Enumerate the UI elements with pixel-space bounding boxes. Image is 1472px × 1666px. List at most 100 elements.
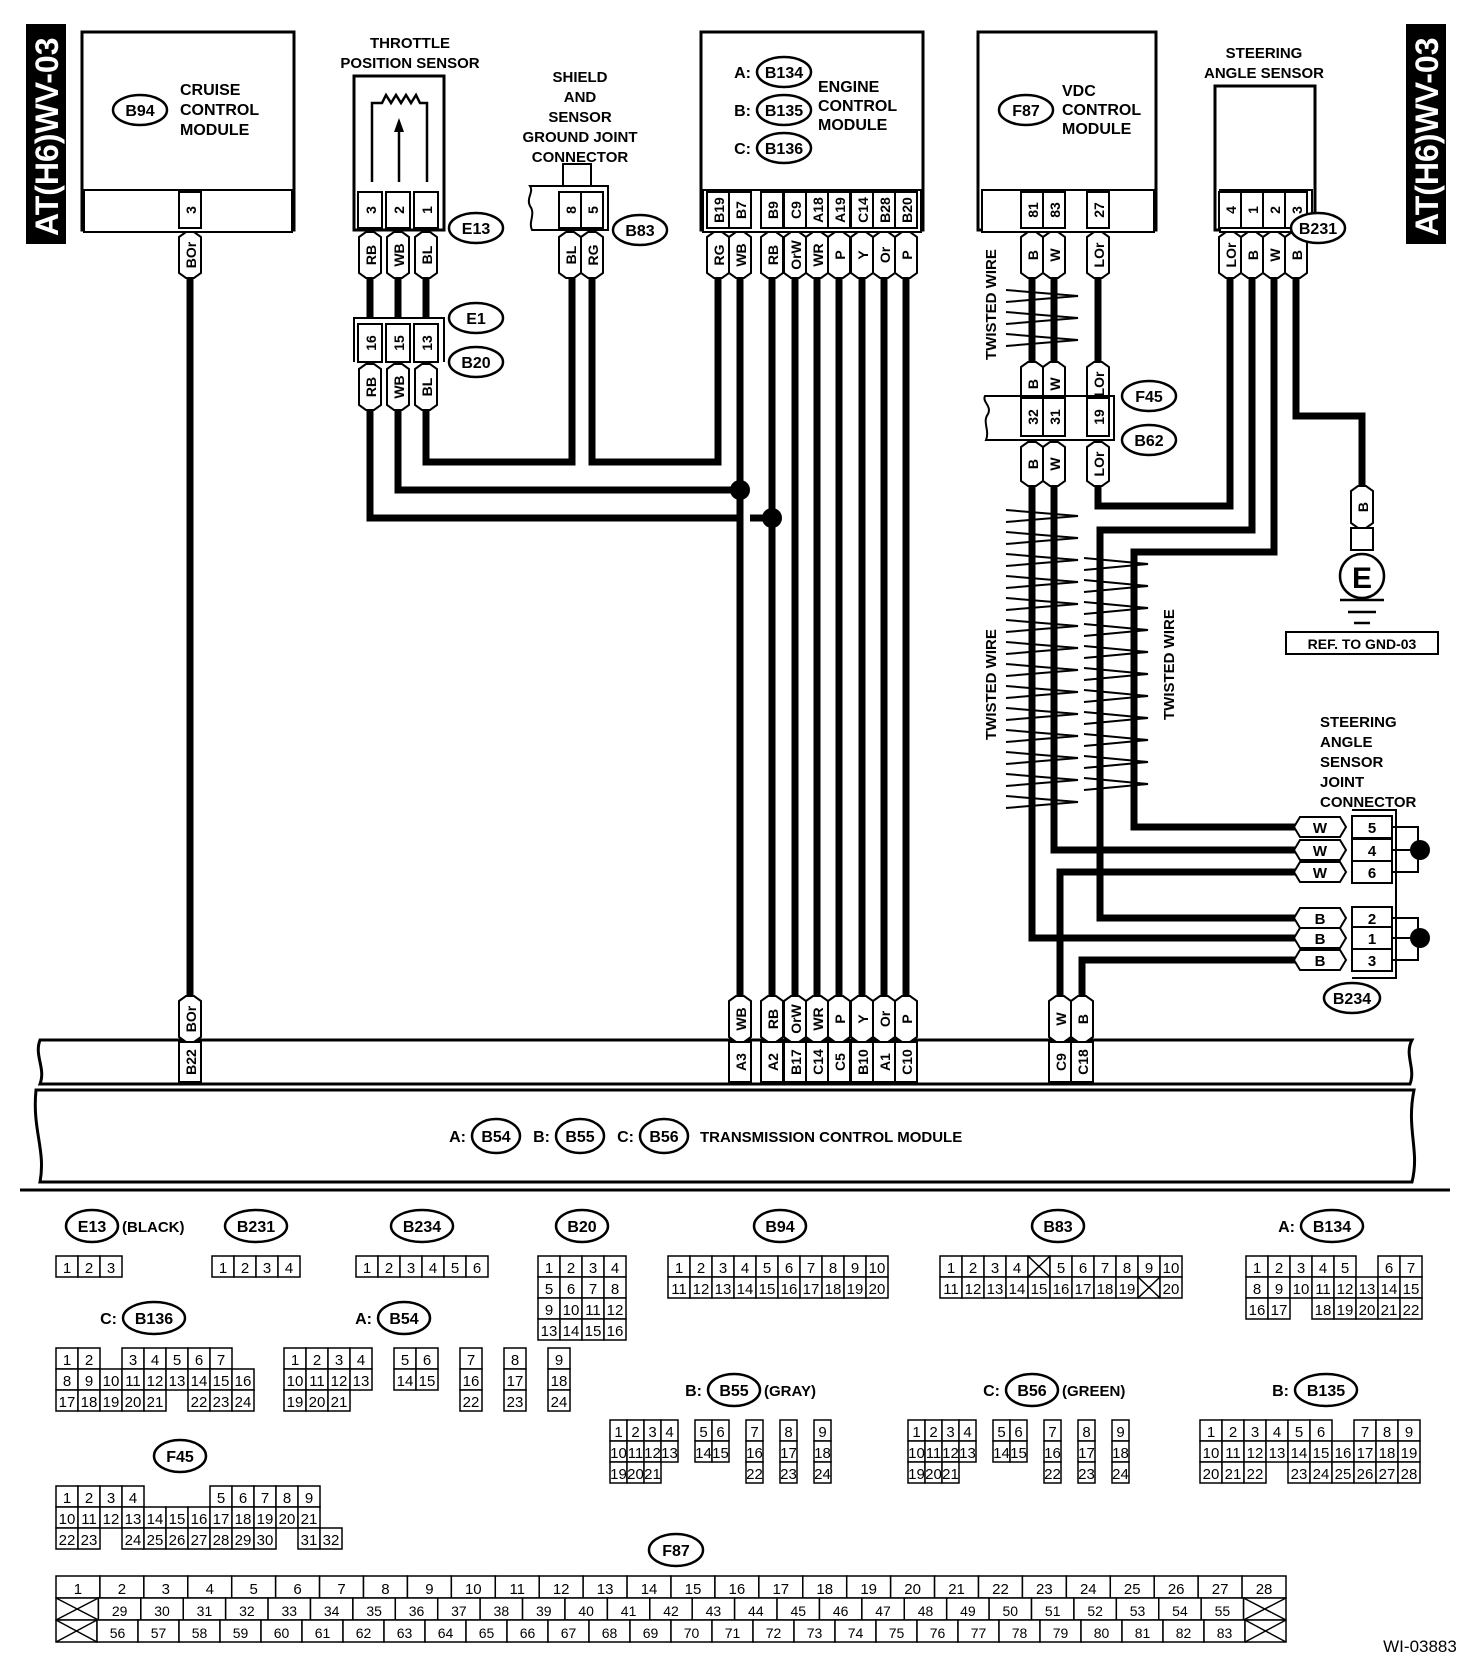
pin-number: 27 <box>1379 1466 1396 1483</box>
tag-outline <box>894 995 918 1043</box>
pin-number: A1 <box>877 1053 893 1071</box>
pin-cell: B19 <box>706 191 730 229</box>
pin-number: 8 <box>829 1260 837 1277</box>
wire-color: B <box>1289 250 1305 260</box>
pin-number: 5 <box>1295 1424 1303 1441</box>
wire-B <box>1028 486 1296 942</box>
pin-number: 23 <box>780 1466 797 1483</box>
pin-number: 79 <box>1053 1625 1069 1641</box>
pin-number: 27 <box>191 1532 208 1549</box>
badge-oval <box>1120 423 1178 457</box>
pin-number: 2 <box>697 1260 705 1277</box>
pin-number: 6 <box>293 1581 301 1598</box>
pin-cell: 15 <box>385 323 411 363</box>
pin-number: 12 <box>331 1373 348 1390</box>
pin-number: 9 <box>425 1581 433 1598</box>
module-label: MODULE <box>818 117 888 134</box>
pin-number: 8 <box>381 1581 389 1598</box>
pin-number: 3 <box>1368 953 1376 970</box>
pin-number: 40 <box>578 1603 594 1619</box>
pin-number: 13 <box>1359 1281 1376 1298</box>
tag-outline <box>1086 231 1110 279</box>
pin-number: 24 <box>551 1394 568 1411</box>
connector-id-badge: B234 <box>389 1208 455 1244</box>
pin-number: 5 <box>217 1490 225 1507</box>
pin-number: 4 <box>611 1260 619 1277</box>
pin-number: 12 <box>1337 1281 1354 1298</box>
sensor-title: POSITION SENSOR <box>340 55 479 72</box>
pin-cell: 1 <box>413 191 439 229</box>
connector-id-badge: B231 <box>1289 211 1347 245</box>
pin-number: 19 <box>847 1281 864 1298</box>
wire-color: W <box>1313 820 1328 837</box>
twist-symbol <box>1005 619 1079 633</box>
pin-number: 76 <box>930 1625 946 1641</box>
tag-outline <box>358 231 382 279</box>
tag-outline <box>414 231 438 279</box>
twist-symbol <box>1083 711 1149 725</box>
unused-pin <box>55 1597 99 1621</box>
pin-number: 5 <box>699 1424 707 1441</box>
pin-number: 21 <box>301 1511 318 1528</box>
pin-number: 4 <box>357 1352 365 1369</box>
twist-symbol <box>1005 751 1079 765</box>
pin-number: 13 <box>541 1323 558 1340</box>
pin-number: 22 <box>992 1581 1009 1598</box>
pin-cell: 2 <box>385 191 411 229</box>
twist-symbol <box>1005 597 1079 611</box>
pin-number: 41 <box>621 1603 637 1619</box>
pin-number: 7 <box>467 1352 475 1369</box>
pin-number: 17 <box>780 1445 797 1462</box>
pin-number: 3 <box>407 1260 415 1277</box>
splice-dot <box>762 508 782 528</box>
connector-id: B54 <box>389 1311 418 1328</box>
pin-number: 14 <box>147 1511 164 1528</box>
pin-number: 63 <box>397 1625 413 1641</box>
pin-number: 17 <box>1271 1302 1288 1319</box>
twist-symbol <box>1083 601 1149 615</box>
pin-number: 21 <box>1381 1302 1398 1319</box>
wire-color: RG <box>711 244 727 265</box>
pin-cell: C14 <box>850 191 874 229</box>
pin-number: 26 <box>1168 1581 1185 1598</box>
pin-number: C18 <box>1075 1049 1091 1075</box>
wire-color-tag: RB <box>358 231 382 279</box>
pin-number: C14 <box>855 197 871 223</box>
pin-box <box>1070 1041 1094 1083</box>
wire-color: RB <box>363 377 379 397</box>
wire-color-tag: OrW <box>783 231 807 279</box>
ground-terminal <box>1350 527 1374 551</box>
connector-id: B136 <box>135 1311 173 1328</box>
wire-color: B <box>1315 931 1326 948</box>
connector-id-badge: B62 <box>1120 423 1178 457</box>
pin-number: 4 <box>1223 206 1239 214</box>
pin-cell <box>1043 1461 1062 1484</box>
pin-cell: B28 <box>872 191 896 229</box>
pin-number: 1 <box>947 1260 955 1277</box>
twist-symbol <box>1083 777 1149 791</box>
pin-number: 6 <box>1385 1260 1393 1277</box>
wire-color: OrW <box>788 1003 804 1033</box>
pin-number: 6 <box>785 1260 793 1277</box>
pin-number: 19 <box>1091 409 1107 425</box>
pin-number: 7 <box>1048 1424 1056 1441</box>
pin-cell <box>643 1461 662 1484</box>
pin-number: 4 <box>285 1260 293 1277</box>
wire-W <box>1130 278 1296 831</box>
pin-cell: A19 <box>827 191 851 229</box>
twisted-pair-to-tcm: TWISTED WIRE <box>1056 557 1296 1000</box>
pin-number: 50 <box>1003 1603 1019 1619</box>
pin-cell <box>143 1389 167 1412</box>
pin-number: 7 <box>807 1260 815 1277</box>
pin-number: 18 <box>1379 1445 1396 1462</box>
twist-symbol <box>1005 663 1079 677</box>
joint-frame <box>1352 809 1397 979</box>
pin-number: 83 <box>1217 1625 1233 1641</box>
twist-symbol <box>1083 579 1149 593</box>
